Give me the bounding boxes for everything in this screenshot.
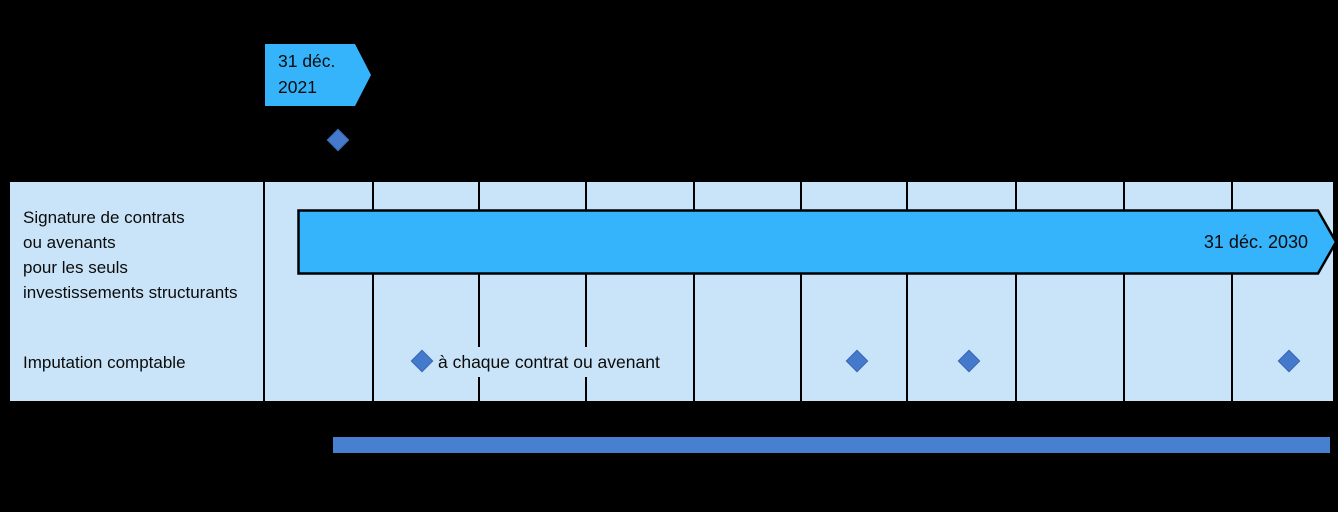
gridline: [800, 182, 802, 401]
milestone-diamond-icon: [326, 128, 350, 152]
label-column-divider: [263, 182, 265, 401]
gridline: [585, 182, 587, 401]
gridline: [1123, 182, 1125, 401]
milestone-flag-2021: 31 déc. 2021: [265, 44, 371, 106]
milestone-flag-line1: 31 déc.: [278, 51, 336, 71]
period-arrow-2030: 31 déc. 2030: [297, 209, 1338, 275]
signature-label-line: Signature de contrats: [23, 208, 185, 227]
gridline: [1015, 182, 1017, 401]
flag-pentagon-shape: [265, 44, 371, 106]
period-arrow-label: 31 déc. 2030: [1203, 231, 1308, 252]
signature-label-line: ou avenants: [23, 233, 116, 252]
row-label-signature: Signature de contrats ou avenants pour l…: [23, 205, 237, 305]
gridline: [372, 182, 374, 401]
milestone-flag-line2: 2021: [278, 77, 317, 97]
duration-bar: [333, 437, 1330, 453]
row-label-imputation: Imputation comptable: [23, 353, 186, 372]
gridline: [693, 182, 695, 401]
milestone-flag-text: 31 déc. 2021: [278, 48, 335, 100]
signature-label-line: pour les seuls: [23, 258, 128, 277]
gridline: [906, 182, 908, 401]
arrow-shape: [297, 209, 1338, 275]
signature-label-line: investissements structurants: [23, 283, 238, 302]
gridline: [1231, 182, 1233, 401]
imputation-annotation: à chaque contrat ou avenant: [434, 347, 664, 377]
gridline: [478, 182, 480, 401]
